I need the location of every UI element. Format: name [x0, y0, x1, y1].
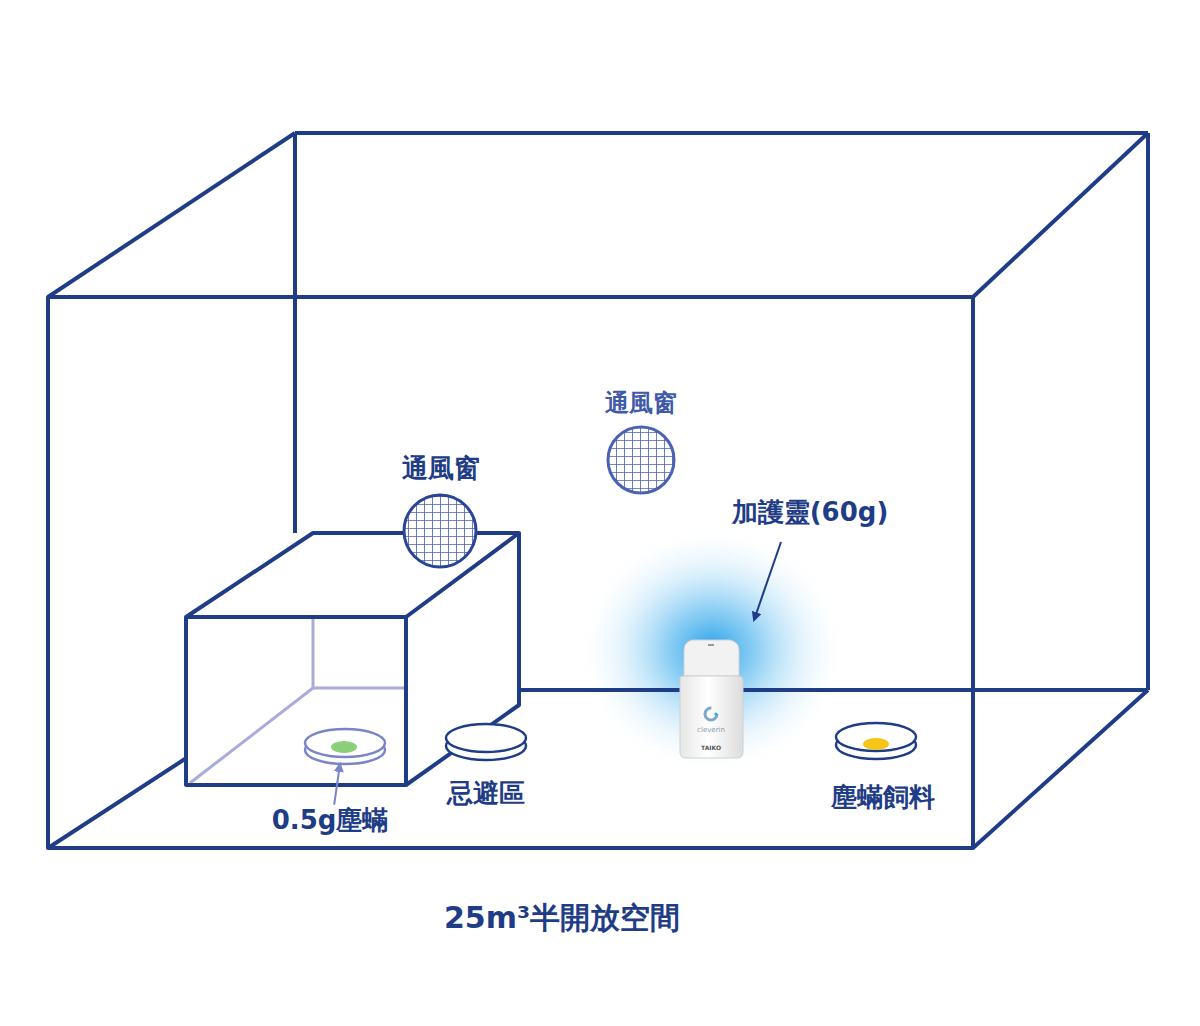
brand-text: TAIKO	[701, 745, 721, 752]
leader-arrow	[334, 764, 340, 806]
box-back-edges	[190, 617, 406, 783]
vent	[404, 495, 476, 567]
vent-label: 通風窗	[602, 389, 680, 417]
glow	[577, 525, 847, 775]
mite-label: 0.5g塵蟎	[269, 805, 392, 836]
vent	[608, 427, 674, 493]
petri-dish	[305, 729, 385, 764]
box-fill	[186, 617, 406, 785]
zone-label: 忌避區	[444, 778, 528, 809]
petri-dish	[836, 723, 916, 759]
product-label: 加護靈(60g)	[729, 497, 892, 528]
petri-dish	[446, 724, 526, 760]
room-frame	[48, 133, 1148, 848]
brand-text: cleverin	[697, 727, 725, 735]
leader-arrow	[754, 542, 781, 620]
feed-label: 塵蟎飼料	[828, 782, 938, 813]
vent-label: 通風窗	[399, 453, 483, 484]
caption: 25m³半開放空間	[444, 898, 680, 939]
cleverin-bottle	[680, 640, 743, 758]
